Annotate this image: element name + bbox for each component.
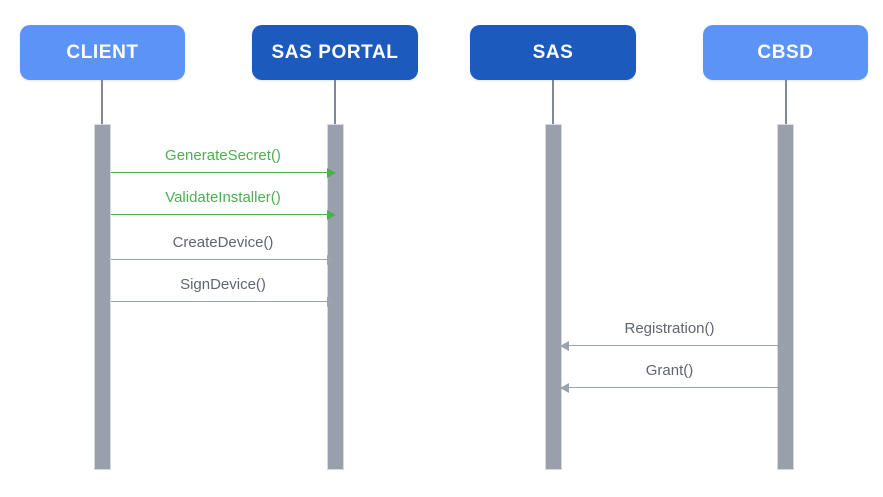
participant-label-sas-portal: SAS PORTAL — [271, 42, 399, 63]
message-label-create-device: CreateDevice() — [172, 233, 274, 251]
participant-box-sas[interactable]: SAS — [470, 25, 636, 80]
message-arrowhead-right-icon — [327, 167, 336, 178]
lifeline-stem-cbsd — [785, 80, 787, 124]
activation-bar-client — [94, 124, 111, 470]
message-label-registration: Registration() — [624, 319, 715, 337]
message-line-create-device — [111, 259, 335, 261]
participant-label-cbsd: CBSD — [757, 42, 814, 63]
participant-box-client[interactable]: CLIENT — [20, 25, 185, 80]
message-line-generate-secret — [111, 172, 335, 174]
lifeline-stem-sas — [552, 80, 554, 124]
participant-box-cbsd[interactable]: CBSD — [703, 25, 868, 80]
activation-bar-cbsd — [777, 124, 794, 470]
activation-bar-sas — [545, 124, 562, 470]
message-line-grant — [561, 387, 778, 389]
message-label-validate-installer: ValidateInstaller() — [165, 188, 281, 206]
message-label-sign-device: SignDevice() — [180, 275, 266, 293]
participant-label-sas: SAS — [532, 42, 574, 63]
message-line-validate-installer — [111, 214, 335, 216]
lifeline-stem-sas-portal — [334, 80, 336, 124]
message-label-grant: Grant() — [645, 361, 694, 379]
message-arrowhead-left-icon — [560, 340, 569, 351]
message-arrowhead-right-icon — [327, 254, 336, 265]
message-label-generate-secret: GenerateSecret() — [165, 146, 281, 164]
message-line-registration — [561, 345, 778, 347]
lifeline-stem-client — [101, 80, 103, 124]
message-arrowhead-right-icon — [327, 296, 336, 307]
participant-box-sas-portal[interactable]: SAS PORTAL — [252, 25, 418, 80]
message-arrowhead-right-icon — [327, 209, 336, 220]
message-line-sign-device — [111, 301, 335, 303]
message-arrowhead-left-icon — [560, 382, 569, 393]
participant-label-client: CLIENT — [66, 42, 139, 63]
